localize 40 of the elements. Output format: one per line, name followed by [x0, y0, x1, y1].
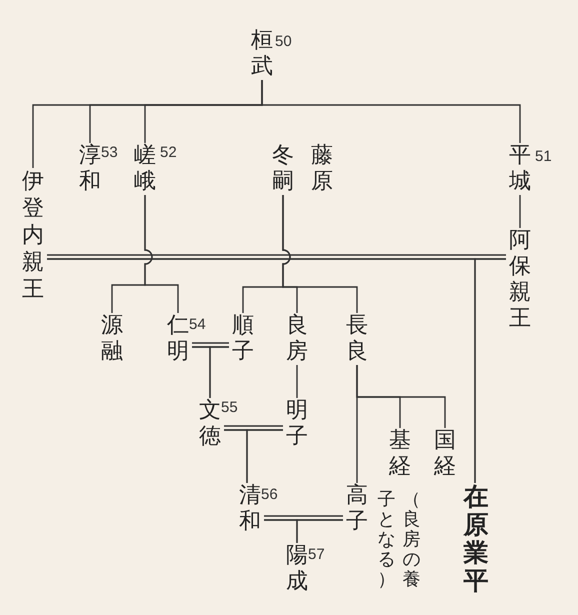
reign-number: 57: [308, 547, 325, 563]
name-text: 阿保親王: [508, 228, 532, 332]
name-text: 良房: [285, 313, 309, 365]
name-text: 明子: [285, 398, 309, 450]
name-text: 冬嗣: [271, 143, 295, 195]
name-text: 長良: [345, 313, 369, 365]
name-text: 文徳: [198, 398, 222, 450]
name-text: 清和: [238, 483, 262, 535]
name-text: 基経: [388, 428, 412, 480]
name-text: 陽成: [285, 543, 308, 595]
lineage-line: [296, 365, 298, 398]
note-text: （良房の養子となる）: [376, 490, 422, 590]
reign-number: 52: [160, 145, 177, 161]
reign-number: 50: [275, 34, 292, 50]
lineage-line: [356, 365, 446, 428]
lineage-line: [144, 195, 179, 313]
lineage-line: [261, 80, 521, 143]
name-text: 順子: [231, 313, 255, 365]
name-text: 高子: [345, 483, 369, 535]
reign-number: 55: [221, 400, 238, 416]
reign-number: 53: [101, 145, 118, 161]
reign-number: 51: [535, 149, 552, 165]
lineage-line: [296, 519, 343, 543]
name-text: 藤原: [310, 143, 334, 195]
name-text: 桓武: [250, 28, 274, 80]
name-text: 平城: [508, 143, 532, 195]
lineage-line: [282, 195, 358, 313]
reign-number: 56: [261, 487, 278, 503]
name-text: 仁明: [166, 313, 190, 365]
name-text: 源融: [100, 313, 124, 365]
name-text: 嵯峨: [133, 143, 157, 195]
name-text: 伊登内親王: [21, 168, 45, 303]
lineage-line: [246, 429, 283, 483]
name-text: 淳和: [78, 143, 102, 195]
lineage-line: [209, 346, 229, 398]
lineage-line: [474, 258, 506, 483]
reign-number: 54: [189, 317, 206, 333]
lineage-line: [519, 195, 521, 228]
name-text: 在原業平: [463, 483, 489, 595]
name-text: 国経: [433, 428, 457, 480]
